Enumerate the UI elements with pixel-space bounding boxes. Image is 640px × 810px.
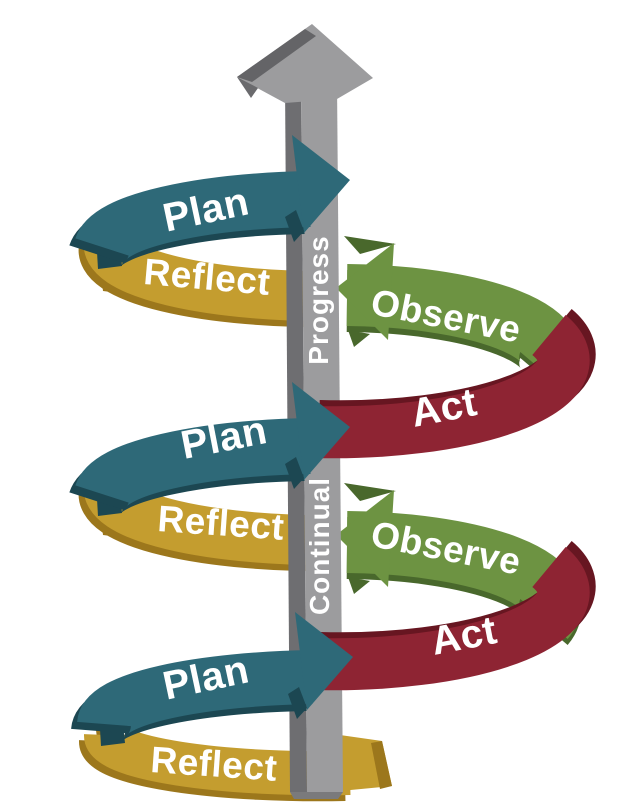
act-ribbon-1 bbox=[312, 315, 590, 459]
plan-ribbon-2 bbox=[75, 418, 311, 508]
act-ribbon-2 bbox=[312, 547, 590, 691]
observe-arrowhead-2-top-fin bbox=[344, 483, 396, 501]
pole-arrowhead-left-wedge bbox=[237, 77, 258, 98]
plan-arrowhead-2 bbox=[292, 382, 350, 480]
observe-arrowhead-1-bottom-fin bbox=[348, 330, 370, 347]
plan-arrowhead-3 bbox=[295, 612, 353, 710]
reflect-ribbon-3-right-edge bbox=[371, 741, 392, 789]
observe-arrowhead-1 bbox=[336, 243, 394, 340]
plan-arrowhead-1 bbox=[292, 135, 350, 233]
observe-arrowhead-2 bbox=[336, 490, 394, 587]
plan-arrowhead-3-bottom-fin bbox=[288, 687, 307, 719]
plan-ribbon-3 bbox=[77, 650, 313, 736]
reflect-label-3: Reflect bbox=[149, 739, 279, 789]
reflect-label-2: Reflect bbox=[156, 498, 286, 548]
plan-arrowhead-1-bottom-fin bbox=[285, 210, 304, 242]
pole-label-continual: Continual bbox=[304, 476, 335, 616]
observe-arrowhead-1-top-fin bbox=[344, 236, 396, 254]
pole-bottom-bevel bbox=[290, 792, 343, 799]
pole-arrowhead-bevel bbox=[237, 29, 316, 82]
plan-arrowhead-2-bottom-fin bbox=[285, 457, 304, 489]
pole-label-progress: Progress bbox=[303, 235, 334, 365]
plan-ribbon-1 bbox=[75, 171, 311, 261]
observe-arrowhead-2-bottom-fin bbox=[348, 577, 370, 594]
pole-arrowhead bbox=[237, 24, 373, 103]
